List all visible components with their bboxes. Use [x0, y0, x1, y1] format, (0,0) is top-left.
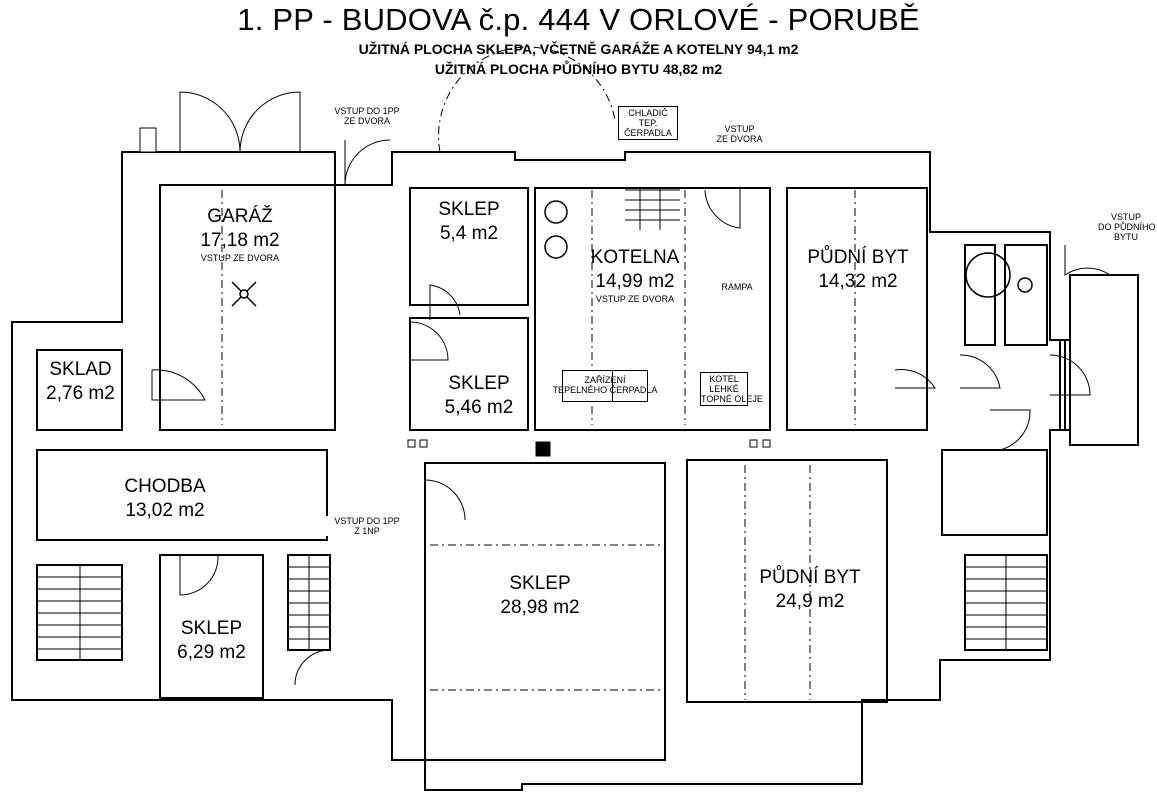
label-entry-attic-flat-line2: DO PŮDNÍHO: [1098, 222, 1156, 232]
storage-wall: [36, 349, 123, 431]
room-cellar-3-name: SKLEP: [180, 618, 243, 639]
flat-wall-2: [686, 459, 888, 703]
label-oil-boiler-line2: LEHKÉ: [709, 384, 739, 394]
cellar-wall-3: [159, 554, 264, 699]
label-entry-from-yard-2: VSTUP ZE DVORA: [702, 124, 777, 144]
room-cellar-1: SKLEP 5,4 m2: [410, 198, 528, 246]
label-heat-pump-cooler-line2: TEP.: [638, 118, 658, 128]
plan-subtitle-basement-area: UŽITNÁ PLOCHA SKLEPA, VČETNĚ GARÁŽE A KO…: [358, 41, 799, 57]
room-attic-flat-1-area: 14,32 m2: [818, 271, 898, 292]
room-cellar-2-name: SKLEP: [448, 373, 510, 394]
room-cellar-3: SKLEP 6,29 m2: [160, 617, 263, 665]
room-cellar-4: SKLEP 28,98 m2: [465, 572, 615, 620]
heat-pump-unit-box: [562, 370, 614, 402]
label-oil-boiler-line3: TOPNÉ OLEJE: [701, 394, 763, 404]
cellar-wall-2: [409, 317, 529, 431]
label-entry-from-yard-1-line2: ZE DVORA: [343, 116, 390, 126]
room-cellar-1-name: SKLEP: [438, 199, 500, 220]
label-entry-from-1np-line2: Z 1NP: [354, 526, 380, 536]
label-oil-boiler-line1: KOTEL: [709, 374, 739, 384]
label-heat-pump-cooler: CHLADIČ TEP. ČERPADLA: [618, 106, 678, 140]
room-boiler-name: KOTELNA: [590, 247, 680, 268]
label-entry-from-yard-1: VSTUP DO 1PP ZE DVORA: [322, 106, 412, 126]
room-corridor-name: CHODBA: [124, 476, 206, 497]
right-balcony: [1069, 274, 1139, 446]
label-entry-from-yard-2-line1: VSTUP: [724, 124, 755, 134]
label-heat-pump-cooler-line3: ČERPADLA: [624, 128, 672, 138]
label-oil-boiler: KOTEL LEHKÉ TOPNÉ OLEJE: [700, 372, 763, 406]
cellar-wall-1: [409, 187, 529, 306]
room-attic-flat-2-name: PŮDNÍ BYT: [759, 567, 861, 588]
room-attic-flat-2-area: 24,9 m2: [775, 591, 845, 612]
room-garage: GARÁŽ 17,18 m2 VSTUP ZE DVORA: [165, 205, 315, 263]
right-block-1: [941, 449, 1048, 536]
room-cellar-4-area: 28,98 m2: [500, 597, 580, 618]
label-entry-attic-flat-line1: VSTUP: [1110, 212, 1141, 222]
heat-pump-unit-box-2: [612, 370, 648, 402]
label-entry-from-yard-2-line2: ZE DVORA: [716, 134, 763, 144]
right-block-2: [1004, 244, 1048, 346]
right-block-3: [964, 244, 996, 346]
label-heat-pump-cooler-line1: CHLADIČ: [628, 108, 668, 118]
room-storage: SKLAD 2,76 m2: [33, 358, 128, 406]
cellar-wall-4: [424, 462, 666, 761]
label-ramp: RAMPA: [721, 282, 753, 292]
room-cellar-1-area: 5,4 m2: [439, 223, 499, 244]
room-cellar-3-area: 6,29 m2: [177, 642, 246, 663]
room-cellar-4-name: SKLEP: [509, 573, 571, 594]
label-entry-from-1np-line1: VSTUP DO 1PP: [334, 516, 400, 526]
flat-wall-1: [786, 187, 928, 431]
room-cellar-2: SKLEP 5,46 m2: [420, 372, 538, 420]
right-window: [1059, 339, 1071, 431]
room-attic-flat-2: PŮDNÍ BYT 24,9 m2: [735, 566, 885, 614]
room-corridor-area: 13,02 m2: [125, 500, 205, 521]
room-garage-name: GARÁŽ: [207, 206, 273, 227]
room-storage-area: 2,76 m2: [46, 383, 115, 404]
label-heat-pump-equipment: ZAŘÍZENÍ TEPELNÉHO ČERPADLA: [540, 375, 670, 395]
room-garage-note: VSTUP ZE DVORA: [200, 253, 280, 263]
plan-title: 1. PP - BUDOVA č.p. 444 V ORLOVÉ - PORUB…: [237, 2, 920, 37]
label-heat-pump-equipment-line2: TEPELNÉHO ČERPADLA: [552, 385, 658, 395]
label-entry-attic-flat: VSTUP DO PŮDNÍHO BYTU: [1098, 212, 1156, 242]
room-corridor: CHODBA 13,02 m2: [90, 475, 240, 523]
room-attic-flat-1-name: PŮDNÍ BYT: [807, 247, 909, 268]
room-boiler-note: VSTUP ZE DVORA: [595, 294, 675, 304]
label-entry-from-yard-1-line1: VSTUP DO 1PP: [334, 106, 400, 116]
label-entry-from-1np: VSTUP DO 1PP Z 1NP: [322, 516, 412, 536]
label-entry-attic-flat-line3: BYTU: [1113, 232, 1138, 242]
room-storage-name: SKLAD: [49, 359, 112, 380]
room-cellar-2-area: 5,46 m2: [444, 397, 514, 418]
room-garage-area: 17,18 m2: [200, 230, 280, 251]
corridor-wall: [36, 449, 328, 541]
garage-wall: [159, 184, 336, 431]
room-attic-flat-1: PŮDNÍ BYT 14,32 m2: [783, 246, 933, 294]
room-boiler-area: 14,99 m2: [595, 271, 675, 292]
boiler-room-wall: [534, 187, 771, 431]
room-boiler: KOTELNA 14,99 m2 VSTUP ZE DVORA: [565, 246, 705, 304]
label-heat-pump-equipment-line1: ZAŘÍZENÍ: [584, 375, 626, 385]
plan-subtitle-flat-area: UŽITNÁ PLOCHA PŮDNÍHO BYTU 48,82 m2: [434, 61, 723, 77]
outer-wall: [11, 151, 1066, 791]
